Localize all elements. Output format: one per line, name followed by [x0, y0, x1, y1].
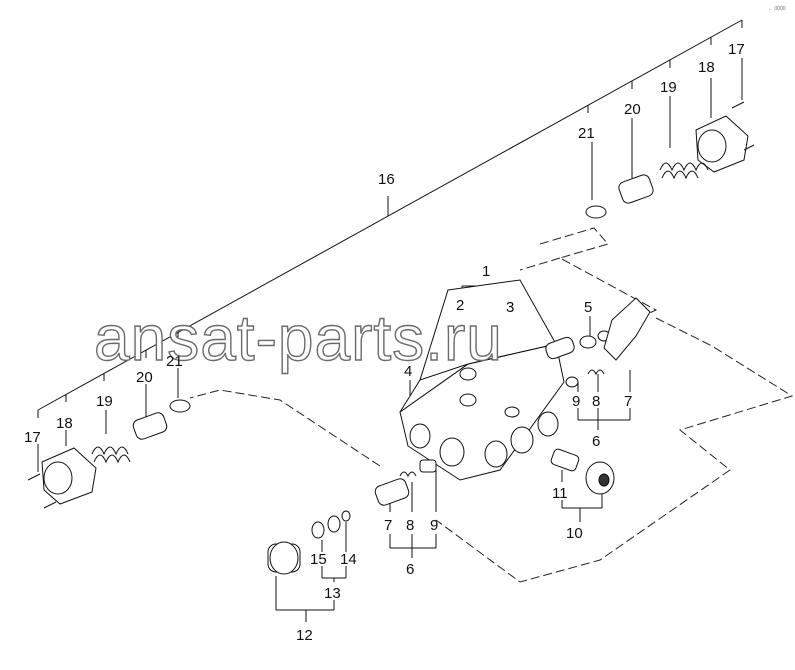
callout-15: 15 [310, 551, 327, 568]
callout-11: 11 [552, 485, 568, 502]
right-cap-part-18 [695, 101, 755, 173]
right-spring-part-19 [659, 162, 709, 180]
callout-18-left: 18 [56, 415, 73, 432]
callout-16: 16 [378, 171, 395, 188]
callout-labels: 1 2 3 4 5 6 6 7 7 8 8 9 9 10 11 12 13 14… [24, 41, 745, 644]
callout-8-right: 8 [592, 393, 600, 410]
watermark: ansat-parts.ru [94, 302, 503, 374]
callout-18-right: 18 [698, 59, 715, 76]
left-cap-part-18 [27, 447, 97, 509]
callout-19-left: 19 [96, 393, 113, 410]
callout-7-right: 7 [624, 393, 632, 410]
corner-mark: ← 0000 [768, 6, 786, 12]
callout-8-lower: 8 [406, 517, 414, 534]
callout-3: 3 [506, 299, 514, 316]
callout-7-lower: 7 [384, 517, 392, 534]
callout-13: 13 [324, 585, 341, 602]
parts-12-to-15 [267, 510, 351, 575]
callout-12: 12 [296, 627, 313, 644]
left-spring-part-19 [91, 446, 131, 464]
callout-5: 5 [584, 299, 592, 316]
callout-21-left: 21 [166, 353, 183, 370]
callout-6-right: 6 [592, 433, 600, 450]
callout-4: 4 [404, 363, 412, 380]
callout-10: 10 [566, 525, 583, 542]
callout-2: 2 [456, 297, 464, 314]
callout-1: 1 [482, 263, 490, 280]
callout-19-right: 19 [660, 79, 677, 96]
callout-14: 14 [340, 551, 357, 568]
left-plunger-part-20 [132, 412, 168, 440]
right-plunger-part-20 [618, 174, 654, 204]
right-seal-part-21 [585, 205, 607, 219]
assembly-dashed-outline [189, 227, 794, 583]
callout-20-left: 20 [136, 369, 153, 386]
callout-21-right: 21 [578, 125, 595, 142]
small-parts-5-to-9 [374, 297, 651, 506]
callout-17-left: 17 [24, 429, 41, 446]
callout-17-right: 17 [728, 41, 745, 58]
left-seal-part-21 [169, 399, 191, 413]
valve-body-part [399, 279, 565, 481]
callout-9-right: 9 [572, 393, 580, 410]
callout-9-lower: 9 [430, 517, 438, 534]
callout-6-lower: 6 [406, 561, 414, 578]
callout-20-right: 20 [624, 101, 641, 118]
parts-10-11 [550, 448, 615, 495]
